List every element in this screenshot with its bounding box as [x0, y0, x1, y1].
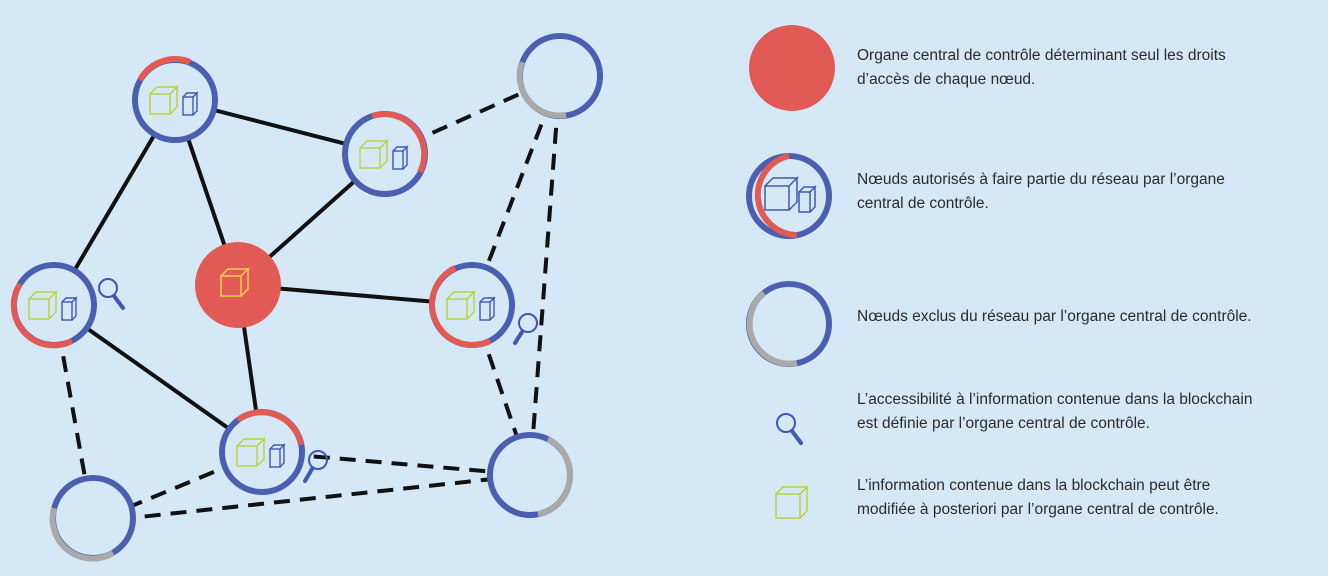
magnifier-icon	[303, 450, 328, 483]
ledger-cube-icon	[446, 290, 496, 321]
single-cube-icon	[775, 485, 809, 519]
legend-authorized-symbol	[746, 153, 832, 239]
edge-dashed	[92, 473, 531, 524]
legend-excluded-symbol	[746, 281, 832, 367]
authorized-node	[132, 56, 218, 143]
ledger-cube-icon	[220, 267, 250, 297]
legend-information-access: L’accessibilité à l’information contenue…	[857, 391, 1253, 432]
legend-central-authority: Organe central de contrôle déterminant s…	[857, 47, 1226, 88]
legend-central-symbol	[749, 25, 835, 111]
ledger-cube-icon	[359, 139, 409, 170]
legend-information-modification: L’information contenue dans la blockchai…	[857, 477, 1219, 518]
authorized-node	[219, 409, 305, 495]
edge-dashed	[528, 75, 562, 476]
ledger-cube-icon	[764, 176, 817, 213]
excluded-node	[516, 33, 603, 119]
ledger-cube-icon	[28, 290, 78, 321]
central-authority-node	[195, 242, 281, 328]
authorized-node	[10, 262, 97, 349]
legend-excluded-nodes: Nœuds exclus du réseau par l’organe cent…	[857, 308, 1252, 325]
excluded-node	[487, 432, 574, 518]
authorized-node	[342, 111, 428, 197]
authorized-node	[429, 262, 515, 348]
ledger-cube-icon	[149, 85, 199, 116]
edge-dashed	[261, 450, 531, 477]
excluded-node	[49, 475, 136, 562]
magnifier-icon	[98, 278, 125, 310]
ledger-cube-icon	[236, 437, 286, 468]
magnifier-icon	[513, 313, 538, 345]
legend-authorized-nodes: Nœuds autorisés à faire partie du réseau…	[857, 171, 1225, 212]
magnifier-icon	[776, 413, 803, 445]
